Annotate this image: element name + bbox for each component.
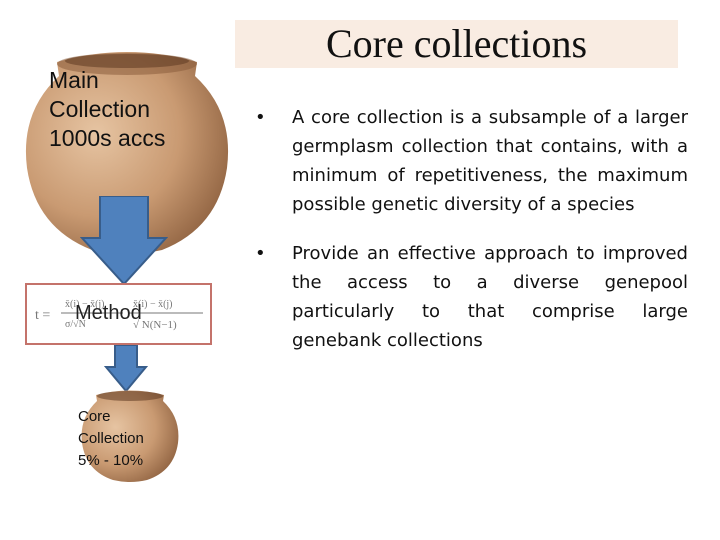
svg-text:x̄(i) − x̄(j): x̄(i) − x̄(j) (133, 299, 173, 310)
svg-text:x̄(i) − x̄(j): x̄(i) − x̄(j) (65, 299, 105, 310)
bullet-item: • A core collection is a subsample of a … (255, 103, 688, 219)
title-box: Core collections (235, 20, 678, 68)
bullet-marker: • (255, 107, 266, 128)
bullet-list: • A core collection is a subsample of a … (255, 103, 688, 375)
bullet-text: Provide an effective approach to improve… (292, 243, 688, 351)
bullet-marker: • (255, 243, 266, 264)
svg-text:√ N(N−1): √ N(N−1) (133, 319, 177, 331)
down-arrow-icon (80, 196, 168, 286)
t-test-formula-image: t = x̄(i) − x̄(j) σ/√N x̄(i) − x̄(j) √ N… (35, 299, 203, 331)
main-collection-pot-image (25, 52, 229, 254)
method-box: t = x̄(i) − x̄(j) σ/√N x̄(i) − x̄(j) √ N… (25, 283, 212, 345)
core-collection-label: Core Collection 5% - 10% (78, 408, 144, 469)
method-label: Method (75, 302, 142, 324)
bullet-item: • Provide an effective approach to impro… (255, 239, 688, 355)
svg-text:t =: t = (35, 308, 50, 323)
bullet-text: A core collection is a subsample of a la… (292, 107, 688, 215)
down-arrow-small-icon (104, 345, 148, 393)
svg-text:σ/√N: σ/√N (65, 319, 86, 330)
slide-title: Core collections (325, 21, 588, 66)
core-collection-pot-image (81, 390, 179, 482)
main-collection-label: Main Collection 1000s accs (49, 67, 166, 151)
